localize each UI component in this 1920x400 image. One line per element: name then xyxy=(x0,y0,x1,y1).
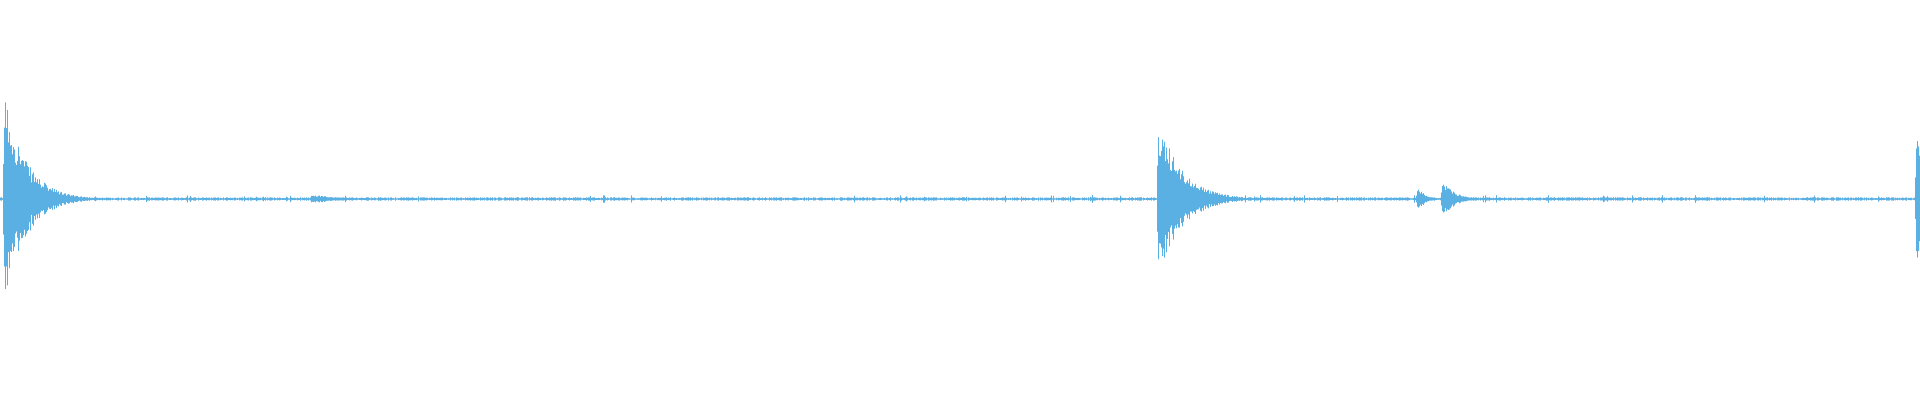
waveform-samples xyxy=(0,102,1920,290)
waveform-trace xyxy=(0,102,1920,290)
